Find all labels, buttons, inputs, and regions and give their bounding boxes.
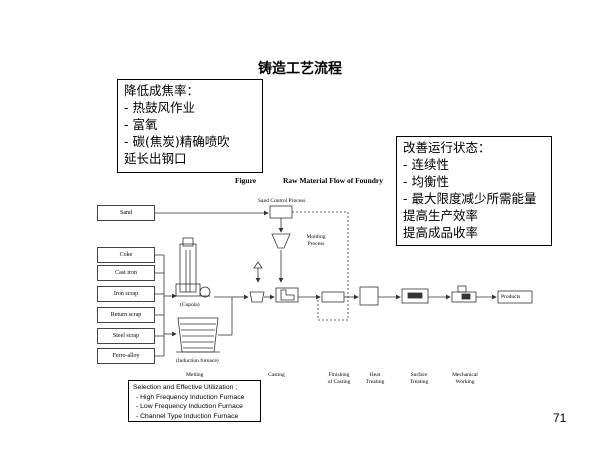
finishing-box: [321, 291, 345, 303]
figure-caption: Raw Material Flow of Foundry: [283, 176, 383, 185]
surface-treating-box: [401, 288, 429, 304]
input-cast-iron: Cast iron: [97, 265, 155, 281]
products-label: Products: [501, 294, 521, 300]
utilization-item: - High Frequency Induction Furnace: [136, 393, 245, 401]
stage-surface-treating: Surface Treating: [409, 372, 429, 385]
utilization-item: - Channel Type Induction Furnace: [136, 412, 239, 420]
stage-heat-treating: Heat Treating: [365, 372, 385, 385]
utilization-heading: Selection and Effective Utilization ;: [133, 384, 238, 391]
induction-label: (Induction furnace): [176, 358, 219, 364]
utilization-item: - Low Frequency Induction Furnace: [136, 403, 243, 410]
induction-furnace: [176, 317, 220, 353]
utilization-note: Selection and Effective Utilization ; - …: [128, 380, 261, 422]
input-return-scrap: Return scrap: [97, 307, 155, 323]
mold-box: [275, 287, 299, 303]
ladle-icon: [249, 291, 265, 303]
input-sand: Sand: [97, 205, 155, 221]
note-line: - 最大限度减少所需能量: [403, 191, 537, 206]
note-line: 提高生产效率: [403, 208, 479, 223]
stage-finishing: Finishing of Casting: [327, 372, 351, 385]
figure-label: Figure: [235, 176, 257, 185]
input-iron-scrap: Iron scrap: [97, 286, 155, 302]
fuel-reduction-note: 降低成焦率： - 热鼓风作业 - 富氧 - 碳(焦炭)精确喷吹 延长出钢口: [117, 79, 263, 173]
sand-control-label: Sand Control Process: [258, 198, 306, 204]
note-line: - 连续性: [403, 157, 449, 172]
note-line: - 富氧: [124, 117, 158, 132]
page-title: 铸造工艺流程: [258, 61, 342, 77]
note-line: - 均衡性: [403, 174, 449, 189]
operation-improvement-note: 改善运行状态： - 连续性 - 均衡性 - 最大限度减少所需能量 提高生产效率 …: [396, 136, 552, 246]
molding-funnel: [271, 233, 291, 249]
input-steel-scrap: Steel scrap: [97, 328, 155, 344]
input-ferro-alloy: Ferro-alloy: [97, 348, 155, 364]
note-line: 降低成焦率：: [124, 83, 200, 98]
note-line: 改善运行状态：: [403, 140, 491, 155]
note-line: 提高成品收率: [403, 225, 479, 240]
molding-label: Molding Process: [306, 234, 326, 247]
pour-icon: [253, 261, 263, 269]
note-line: - 碳(焦炭)精确喷吹: [124, 134, 230, 149]
heat-treating-box: [359, 286, 379, 306]
cupola-furnace: [175, 237, 211, 298]
input-coke: Coke: [97, 247, 155, 263]
stage-casting: Casting: [268, 372, 285, 378]
page-number: 71: [553, 411, 567, 425]
products-box: [497, 290, 533, 304]
stage-melting: Melting: [186, 372, 204, 378]
cupola-label: (Cupola): [180, 302, 200, 308]
note-line: 延长出钢口: [124, 151, 187, 166]
sand-control-box: [269, 205, 293, 219]
note-line: - 热鼓风作业: [124, 100, 195, 115]
mechanical-working-machine: [451, 285, 477, 303]
stage-mechanical-working: Mechanical Working: [452, 372, 478, 385]
